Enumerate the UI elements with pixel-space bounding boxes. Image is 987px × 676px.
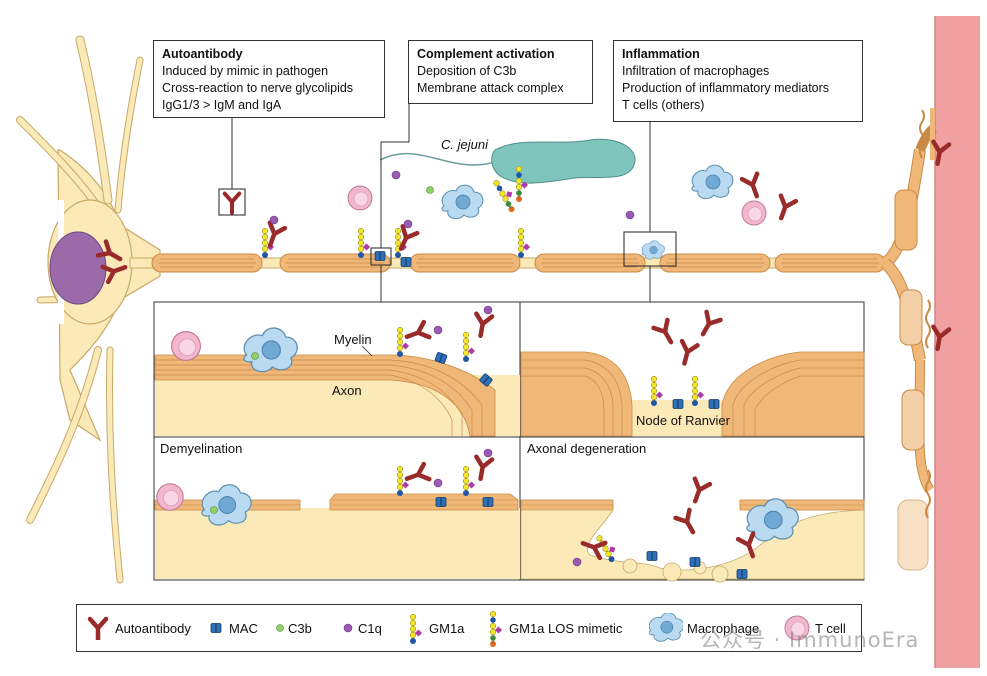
watermark: 公众号 · ImmunoEra bbox=[700, 628, 920, 652]
mac bbox=[400, 256, 412, 268]
legend-item-gm1a-los: GM1a LOS mimetic bbox=[487, 605, 622, 651]
callout-title: Autoantibody bbox=[162, 47, 243, 61]
c1q bbox=[483, 305, 493, 315]
mac bbox=[672, 398, 684, 410]
macrophage bbox=[691, 164, 734, 200]
legend-item-autoantibody: Autoantibody bbox=[87, 605, 191, 651]
legend-item-gm1a: GM1a bbox=[407, 605, 464, 651]
panel-myelin-axon bbox=[154, 345, 520, 437]
myelin-segment bbox=[151, 253, 263, 273]
panel-demyelination bbox=[154, 493, 520, 579]
c1q bbox=[572, 557, 582, 567]
callout-title: Inflammation bbox=[622, 47, 700, 61]
panel-node-of-ranvier bbox=[520, 351, 865, 437]
c3b bbox=[210, 506, 218, 514]
callout-line: Induced by mimic in pathogen bbox=[162, 64, 329, 78]
c1q-icon bbox=[343, 623, 353, 633]
t-cell bbox=[347, 185, 373, 211]
mac bbox=[435, 496, 447, 508]
callout-line: Cross-reaction to nerve glycolipids bbox=[162, 81, 354, 95]
t-cell bbox=[171, 331, 201, 361]
callout-line: Membrane attack complex bbox=[417, 81, 564, 95]
mac bbox=[482, 496, 494, 508]
callout-title: Complement activation bbox=[417, 47, 555, 61]
callout-line: Deposition of C3b bbox=[417, 64, 517, 78]
legend: Autoantibody MAC C3b C1q GM1a GM1a LOS m… bbox=[76, 604, 862, 652]
c1q bbox=[403, 219, 413, 229]
mac-icon bbox=[210, 622, 222, 634]
mac bbox=[689, 556, 701, 568]
legend-item-mac: MAC bbox=[209, 605, 258, 651]
myelin-label: Myelin bbox=[334, 332, 372, 347]
pathogen-label: C. jejuni bbox=[441, 137, 488, 152]
legend-item-c3b: C3b bbox=[275, 605, 312, 651]
gm1a-los-icon bbox=[489, 610, 503, 647]
muscle-fiber bbox=[935, 16, 980, 668]
gm1a-icon bbox=[409, 613, 423, 644]
mac bbox=[736, 568, 748, 580]
neuron-cell-body bbox=[16, 35, 161, 584]
callout-line: Production of inflammatory mediators bbox=[622, 81, 830, 95]
c1q bbox=[269, 215, 279, 225]
gm1a bbox=[517, 227, 531, 259]
legend-item-t-cell: T cell bbox=[783, 605, 846, 651]
macrophage-icon bbox=[649, 613, 683, 642]
callout-line: IgG1/3 > IgM and IgA bbox=[162, 98, 282, 112]
axon-label: Axon bbox=[332, 383, 362, 398]
axon-terminal-branches bbox=[880, 108, 938, 571]
mac bbox=[708, 398, 720, 410]
autoantibody-icon bbox=[87, 616, 109, 640]
legend-item-c1q: C1q bbox=[343, 605, 382, 651]
mac bbox=[374, 250, 386, 262]
macrophage bbox=[441, 184, 484, 220]
c1q bbox=[625, 210, 635, 220]
myelin-segment bbox=[534, 253, 646, 273]
t-cell bbox=[741, 200, 767, 226]
c3b bbox=[426, 186, 434, 194]
axonal-degeneration-label: Axonal degeneration bbox=[527, 441, 647, 456]
connector-line bbox=[380, 104, 410, 248]
autoantibody-icon bbox=[742, 174, 764, 199]
myelin-segment bbox=[774, 253, 886, 273]
c1q bbox=[483, 448, 493, 458]
t-cell bbox=[156, 483, 184, 511]
callout-line: T cells (others) bbox=[622, 98, 705, 112]
c-jejuni-bacterium bbox=[379, 138, 636, 184]
c1q bbox=[433, 478, 443, 488]
demyelination-label: Demyelination bbox=[160, 441, 243, 456]
c1q bbox=[391, 170, 401, 180]
c1q bbox=[433, 325, 443, 335]
autoantibody-icon bbox=[774, 196, 796, 221]
callout-autoantibody: Autoantibody Induced by mimic in pathoge… bbox=[153, 40, 385, 118]
node-of-ranvier-label: Node of Ranvier bbox=[636, 413, 730, 428]
myelin-segment bbox=[409, 253, 521, 273]
callout-line: Infiltration of macrophages bbox=[622, 64, 770, 78]
callout-complement: Complement activation Deposition of C3b … bbox=[408, 40, 593, 104]
myelin-segment bbox=[279, 253, 391, 273]
legend-item-macrophage: Macrophage bbox=[649, 605, 759, 651]
neuron-nucleus bbox=[49, 231, 107, 305]
mac bbox=[646, 550, 658, 562]
c3b bbox=[251, 352, 259, 360]
macrophage bbox=[641, 240, 665, 260]
callout-inflammation: Inflammation Infiltration of macrophages… bbox=[613, 40, 863, 122]
c3b-icon bbox=[276, 624, 284, 632]
